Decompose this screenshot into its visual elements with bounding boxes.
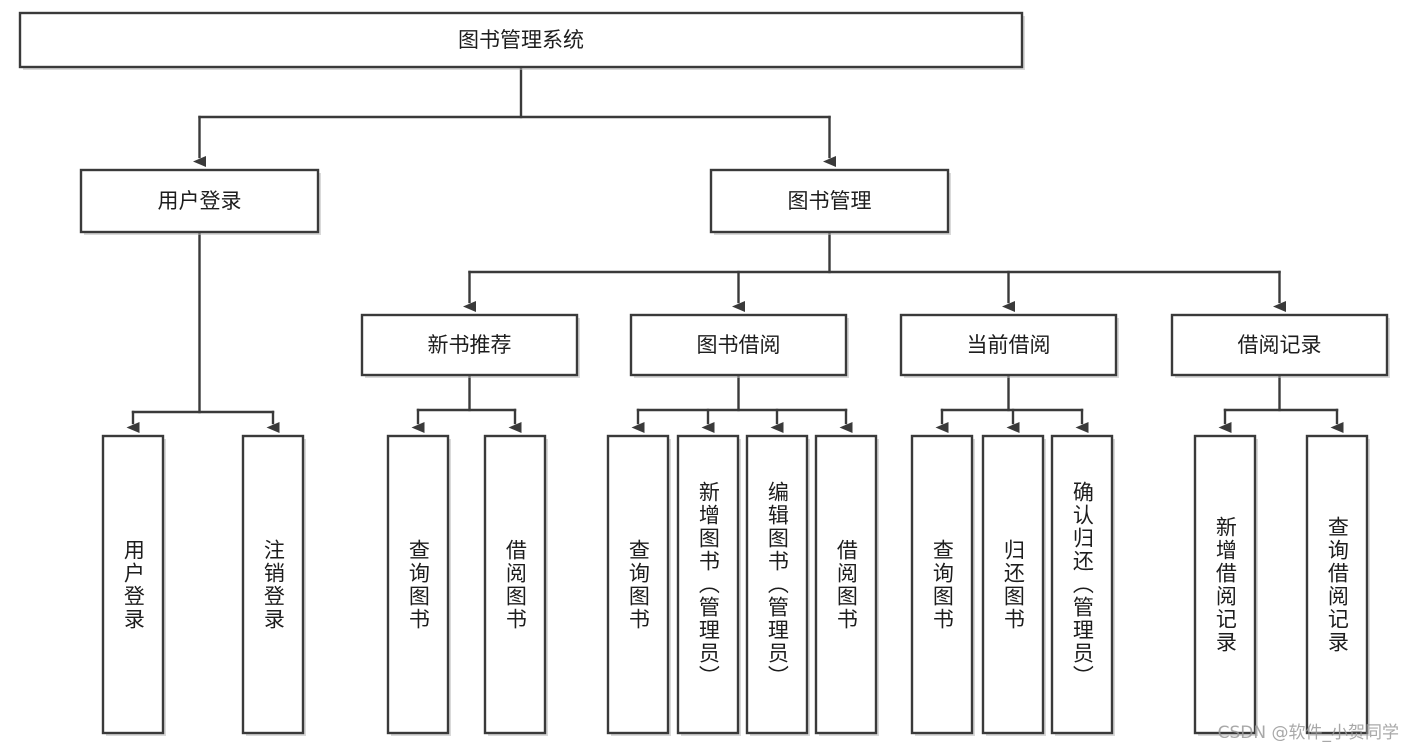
node-leaf-box-8[interactable]	[910, 434, 974, 735]
node-level2-label-0: 新书推荐	[428, 333, 512, 357]
node-leaf-box-11[interactable]	[1193, 434, 1257, 735]
node-level1-box-0[interactable]	[79, 168, 320, 234]
node-leaf-box-4[interactable]	[606, 434, 670, 735]
node-level2-label-3: 借阅记录	[1238, 333, 1322, 357]
node-level2-box-3[interactable]	[1170, 313, 1389, 377]
node-leaf-box-6[interactable]	[745, 434, 809, 735]
node-leaf-box-3[interactable]	[483, 434, 547, 735]
node-level2-label-2: 当前借阅	[967, 333, 1051, 357]
node-leaf-box-9[interactable]	[981, 434, 1045, 735]
node-leaf-box-10[interactable]	[1050, 434, 1114, 735]
node-leaf-box-1[interactable]	[241, 434, 305, 735]
edges-layer	[126, 65, 1344, 433]
node-leaf-box-5[interactable]	[676, 434, 740, 735]
node-level2-box-1[interactable]	[629, 313, 848, 377]
node-level2-box-2[interactable]	[899, 313, 1118, 377]
csdn-watermark: CSDN @软件_小贺同学	[1217, 723, 1399, 743]
node-level2-box-0[interactable]	[360, 313, 579, 377]
node-root-box[interactable]	[18, 11, 1024, 69]
node-level1-label-1: 图书管理	[788, 189, 872, 213]
boxes-layer	[18, 11, 1390, 736]
node-level1-label-0: 用户登录	[158, 189, 242, 213]
node-level2-label-1: 图书借阅	[697, 333, 781, 357]
node-leaf-box-0[interactable]	[101, 434, 165, 735]
node-level1-box-1[interactable]	[709, 168, 950, 234]
node-root-label: 图书管理系统	[458, 28, 584, 52]
node-leaf-box-2[interactable]	[386, 434, 450, 735]
node-leaf-box-12[interactable]	[1305, 434, 1369, 735]
node-leaf-box-7[interactable]	[814, 434, 878, 735]
